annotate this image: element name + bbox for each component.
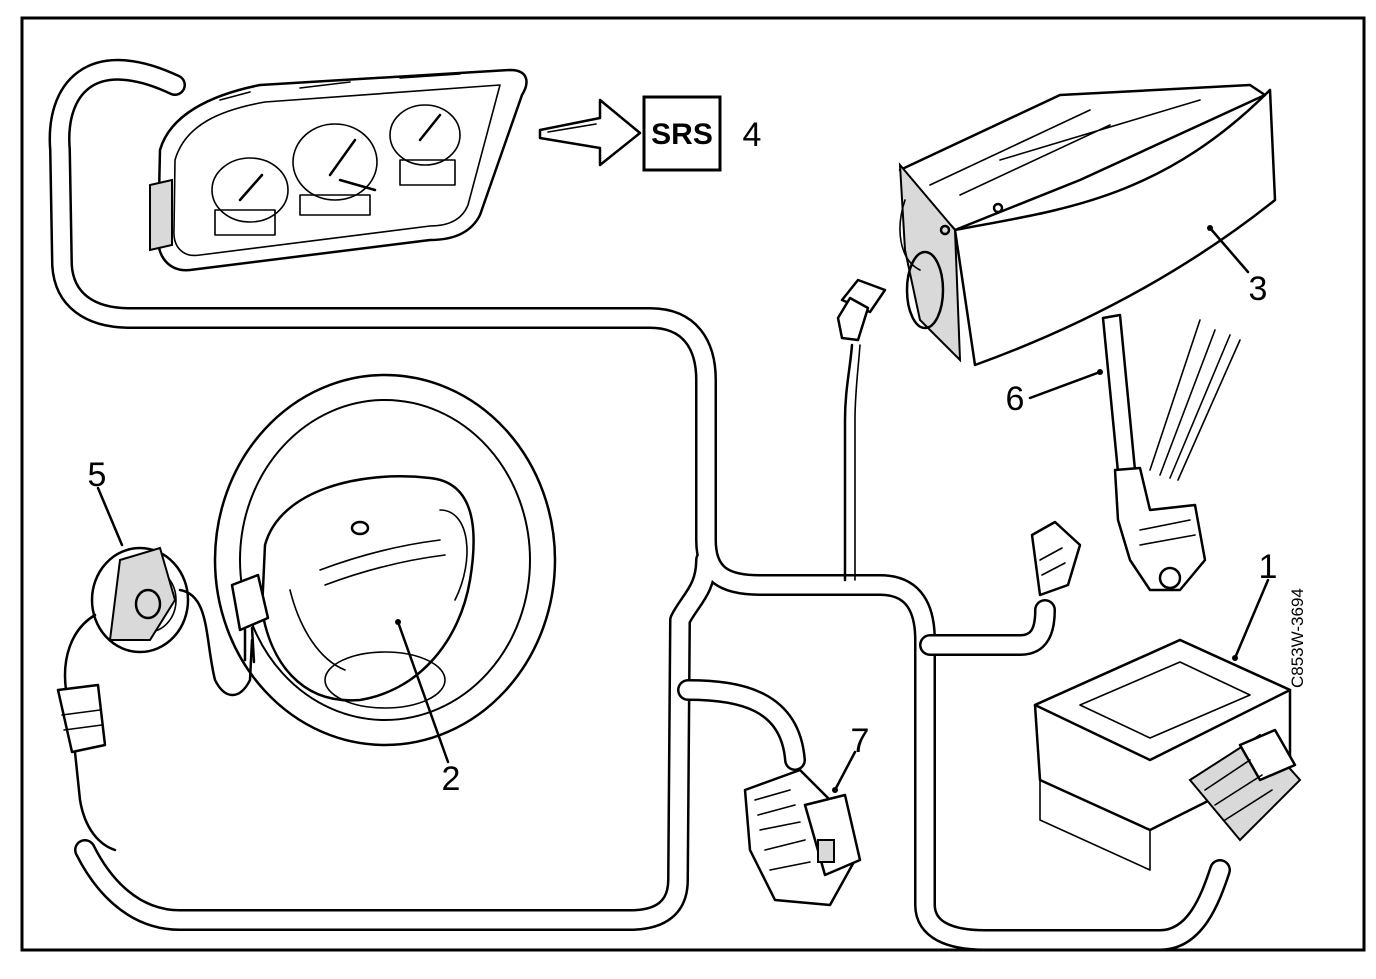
srs-warning-lamp: SRS [642, 95, 722, 172]
callout-2: 2 [442, 760, 461, 798]
driver-airbag-connector [230, 573, 270, 664]
steering-wheel [213, 373, 557, 747]
callout-4: 4 [743, 116, 762, 154]
wiring-harness [48, 58, 1231, 951]
callout-3: 3 [1249, 270, 1268, 308]
pretensioner-connector [1030, 520, 1082, 597]
clockspring-connector [56, 613, 117, 852]
passenger-airbag-module [898, 83, 1277, 367]
seatbelt-pretensioner [1101, 313, 1241, 592]
srs-control-module [1033, 638, 1302, 871]
srs-lamp-label: SRS [651, 118, 713, 151]
indicator-arrow [538, 98, 642, 167]
diagnostic-connector [743, 768, 862, 907]
callout-1: 1 [1259, 548, 1278, 586]
instrument-cluster [149, 68, 528, 272]
passenger-airbag-connector [836, 278, 887, 342]
diagram-frame [20, 16, 1366, 952]
callout-5: 5 [88, 456, 107, 494]
reference-code: C853W-3694 [1288, 588, 1307, 688]
callout-6: 6 [1006, 380, 1025, 418]
clockspring [90, 546, 254, 697]
callout-7: 7 [851, 722, 870, 760]
